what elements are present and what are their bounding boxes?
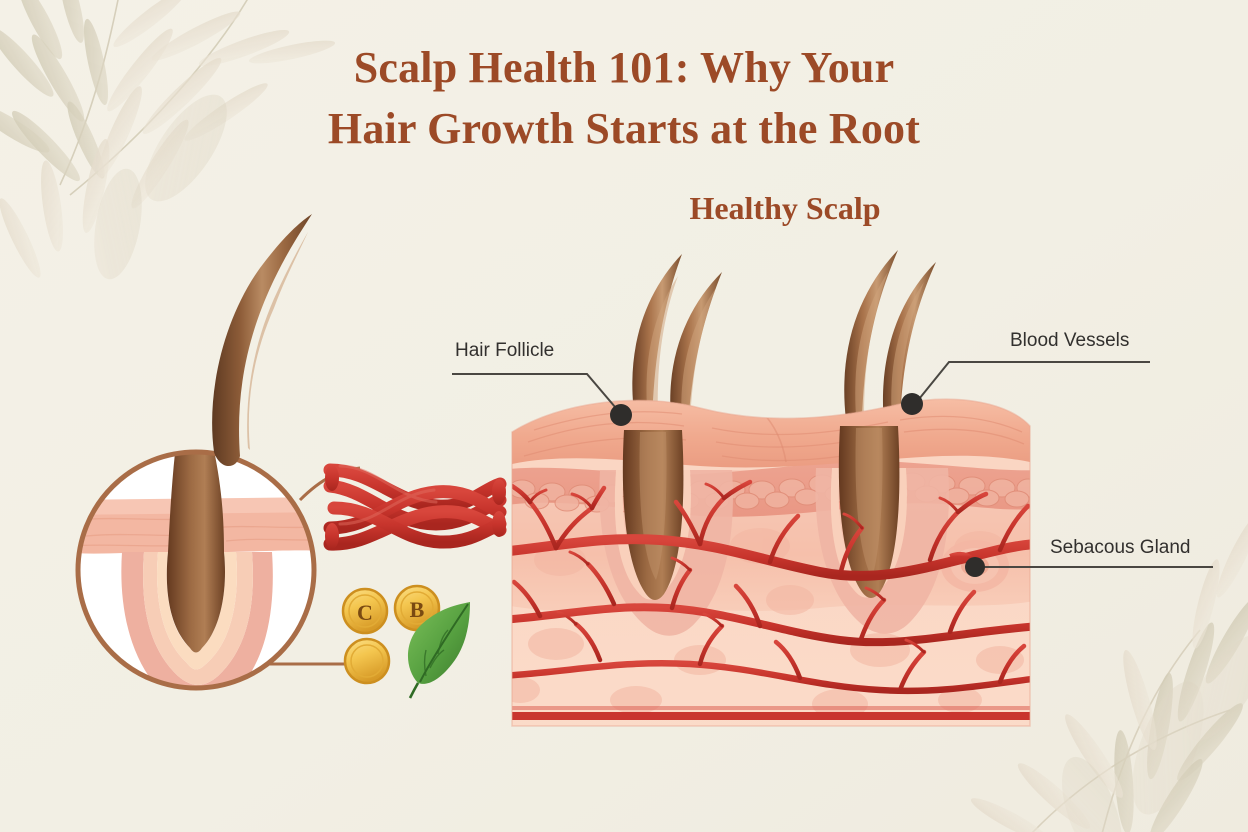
follicle-outer-sheath [121, 552, 273, 688]
dot-hair-follicle [610, 404, 632, 426]
badge-vitamin-c[interactable]: C [341, 587, 389, 635]
hair-highlight [247, 232, 308, 450]
basal-band [512, 712, 1030, 720]
callout-label-hair-follicle: Hair Follicle [455, 340, 555, 361]
callout-label-blood-vessels: Blood Vessels [1010, 330, 1130, 351]
block-outline [511, 398, 1031, 727]
callout-dots [610, 393, 985, 577]
magnifier-contents [78, 452, 314, 688]
leader-blood-vessels [914, 361, 1150, 405]
badge-vitamin-c-label: C [357, 600, 373, 625]
callout-leaders [452, 361, 1213, 568]
badge-vitamin-de[interactable]:  [343, 637, 391, 685]
follicle-root-2 [838, 426, 900, 598]
braided-blood-vessel [323, 463, 507, 551]
callout-label-sebaceous-gland: Sebacous Gland [1050, 537, 1191, 558]
follicle-inner-sheath [157, 552, 237, 670]
section-subtitle: Healthy Scalp [689, 190, 881, 226]
page-title-line1: Scalp Health 101: Why Your [353, 43, 895, 92]
follicle-hair-root [166, 452, 226, 653]
herbal-leaf-icon [407, 602, 470, 699]
page-title: Scalp Health 101: Why Your Hair Growth S… [0, 38, 1248, 159]
badge-vitamin-de-label:  [357, 656, 378, 671]
magnified-hair-shaft [212, 214, 312, 467]
badge-vitamin-b[interactable]: B [393, 584, 441, 632]
leader-hair-follicle [452, 373, 622, 415]
epidermis-texture [523, 411, 1025, 462]
scalp-cross-section [511, 250, 1031, 727]
badge-vitamin-b-label: B [410, 597, 425, 622]
vessel-network [512, 479, 1030, 695]
follicle-root-1 [622, 430, 684, 600]
section-subtitle-wrap: Healthy Scalp [500, 190, 1070, 227]
follicle-mid-sheath [143, 552, 253, 685]
page-title-line2: Hair Growth Starts at the Root [327, 103, 921, 153]
nutrient-badges-group: C B  [341, 584, 470, 699]
magnifier-ring [75, 449, 317, 691]
magnified-follicle-diagram [75, 214, 361, 691]
dot-sebaceous-gland [965, 557, 985, 577]
dot-blood-vessels [901, 393, 923, 415]
scalp-hair-strands [632, 250, 936, 428]
